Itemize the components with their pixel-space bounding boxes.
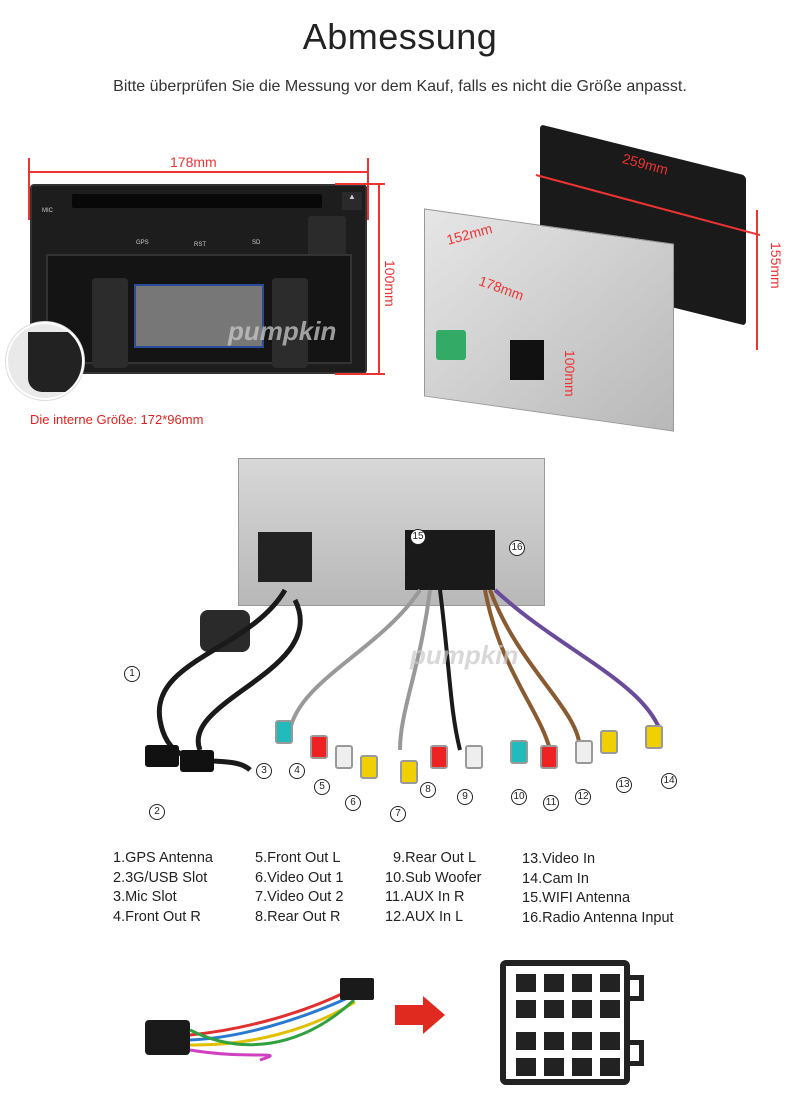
- side-view: 259mm 152mm 178mm 100mm 155mm: [400, 124, 800, 440]
- cables: [156, 588, 662, 772]
- arrow-right-icon: [395, 1005, 425, 1025]
- marker-9: 9: [457, 789, 473, 805]
- marker-5: 5: [314, 779, 330, 795]
- marker-2: 2: [149, 804, 165, 820]
- marker-7: 7: [390, 806, 406, 822]
- marker-3: 3: [256, 763, 272, 779]
- iso-harness-image: [140, 960, 390, 1075]
- width-dimension: 178mm: [170, 154, 217, 170]
- page-subtitle: Bitte überprüfen Sie die Messung vor dem…: [113, 78, 687, 95]
- marker-13: 13: [616, 777, 632, 793]
- marker-6: 6: [345, 795, 361, 811]
- marker-1: 1: [124, 666, 140, 682]
- page-title: Abmessung: [302, 16, 498, 57]
- marker-14: 14: [661, 773, 677, 789]
- marker-11: 11: [543, 795, 559, 811]
- marker-16: 16: [509, 540, 525, 556]
- marker-12: 12: [575, 789, 591, 805]
- marker-10: 10: [511, 789, 527, 805]
- internal-size-caption: Die interne Größe: 172*96mm: [30, 412, 204, 427]
- front-view: 178mm MIC ▲ GPS RST SD pumpkin 100mm Die…: [0, 140, 400, 440]
- wiring-diagram: pumpkin 1 2 3 4 5 6 7 8 9 10 11 12 13 14…: [0, 450, 800, 840]
- marker-4: 4: [289, 763, 305, 779]
- arrow-head-icon: [423, 996, 445, 1034]
- iso-connector-image: [500, 960, 630, 1085]
- marker-15: 15: [410, 529, 426, 545]
- radio-front-image: MIC ▲ GPS RST SD pumpkin: [30, 184, 367, 374]
- marker-8: 8: [420, 782, 436, 798]
- height-dimension: 100mm: [382, 260, 398, 307]
